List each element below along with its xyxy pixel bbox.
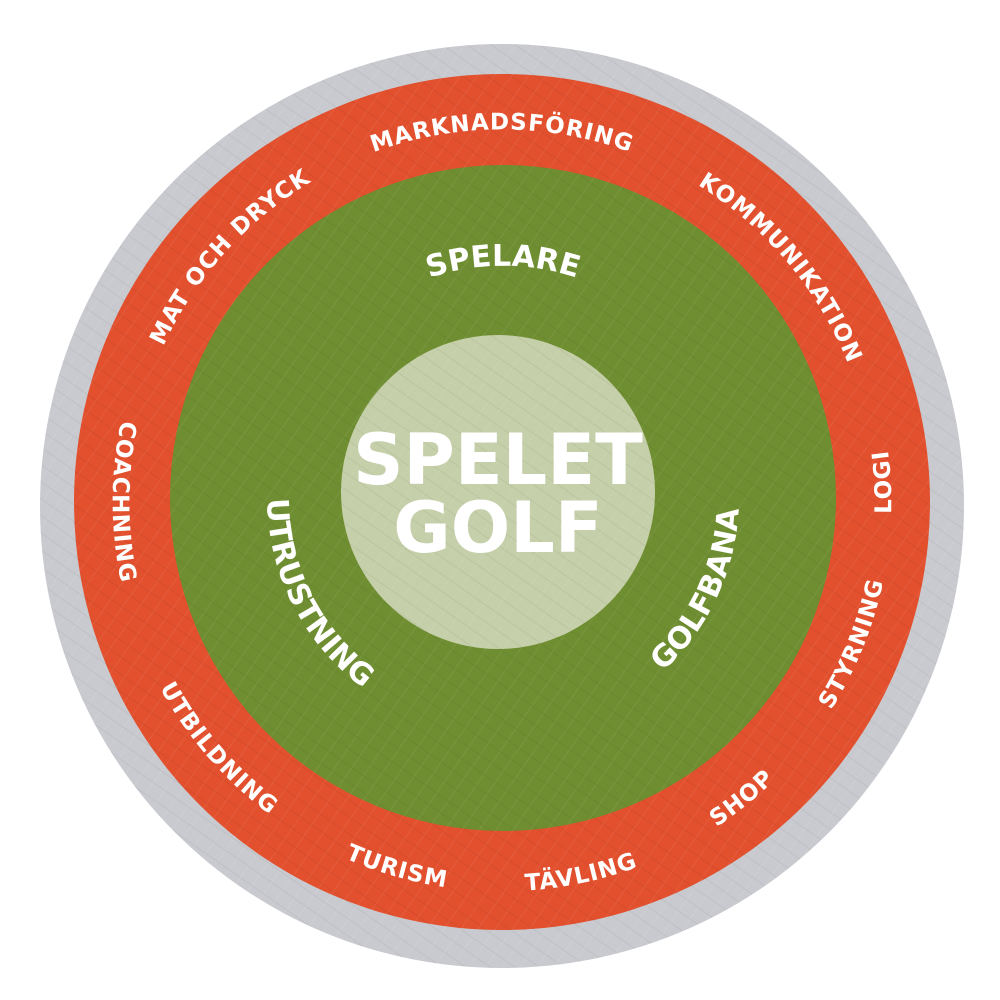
service-label-logi-text: LOGI [868,449,897,514]
center-texture [341,335,655,649]
service-label-logi: LOGI [868,449,898,514]
center-title-line1: SPELET [353,419,643,501]
center-title-line2: GOLF [393,487,602,569]
